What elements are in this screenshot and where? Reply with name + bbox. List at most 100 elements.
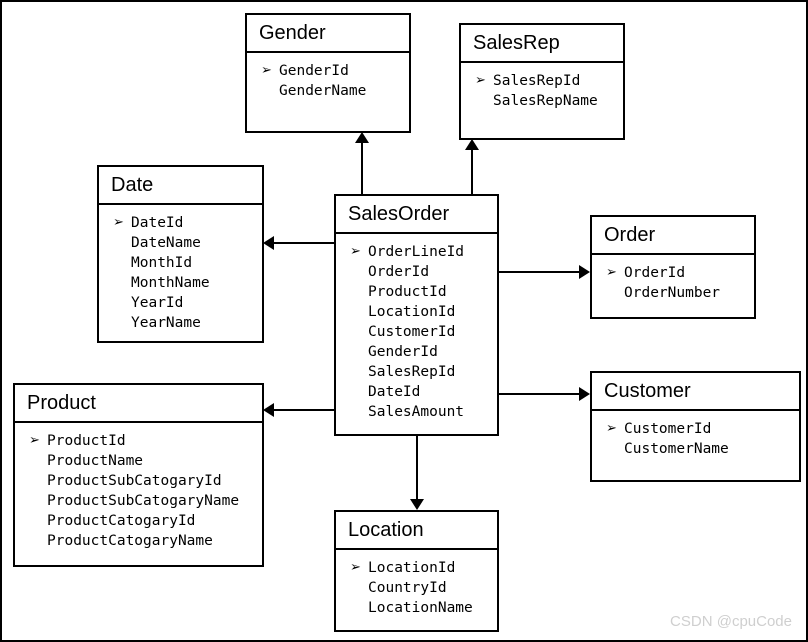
entity-product[interactable]: Product ➢ ProductId ProductName ProductS… — [13, 383, 264, 567]
field-label: CountryId — [368, 580, 447, 596]
primary-key-icon: ➢ — [350, 560, 361, 575]
field-label: ProductCatogaryId — [47, 513, 196, 529]
field-row: CustomerName — [592, 439, 799, 459]
field-row: ProductSubCatogaryId — [15, 471, 262, 491]
field-label: LocationId — [368, 560, 456, 576]
field-row: ProductCatogaryId — [15, 511, 262, 531]
field-row: ProductName — [15, 451, 262, 471]
entity-salesrep-fields: ➢ SalesRepId SalesRepName — [461, 63, 623, 119]
arrowhead-gender — [355, 132, 369, 143]
entity-salesorder[interactable]: SalesOrder ➢ OrderLineId OrderId Product… — [334, 194, 499, 436]
field-label: OrderId — [624, 265, 686, 281]
field-row: ProductCatogaryName — [15, 531, 262, 551]
entity-product-fields: ➢ ProductId ProductName ProductSubCatoga… — [15, 423, 262, 559]
field-label: ProductName — [47, 453, 144, 469]
field-label: SalesRepId — [368, 364, 456, 380]
field-row: YearName — [99, 313, 262, 333]
field-row: ➢ LocationId — [336, 558, 497, 578]
watermark: CSDN @cpuCode — [670, 613, 792, 630]
entity-location-title: Location — [336, 512, 497, 550]
arrowhead-product — [263, 403, 274, 417]
field-row: ➢ DateId — [99, 213, 262, 233]
entity-gender-title: Gender — [247, 15, 409, 53]
field-row: DateId — [336, 382, 497, 402]
arrowhead-customer — [579, 387, 590, 401]
field-row: CountryId — [336, 578, 497, 598]
entity-customer-title: Customer — [592, 373, 799, 411]
arrowhead-date — [263, 236, 274, 250]
field-row: MonthName — [99, 273, 262, 293]
connector-salesorder-product — [274, 409, 336, 411]
primary-key-icon: ➢ — [606, 265, 617, 280]
field-label: OrderLineId — [368, 244, 465, 260]
entity-date-fields: ➢ DateId DateName MonthId MonthName Year… — [99, 205, 262, 341]
field-label: ProductId — [368, 284, 447, 300]
field-label: ProductId — [47, 433, 126, 449]
entity-order[interactable]: Order ➢ OrderId OrderNumber — [590, 215, 756, 319]
field-label: OrderId — [368, 264, 430, 280]
field-row: ProductSubCatogaryName — [15, 491, 262, 511]
field-label: DateId — [368, 384, 421, 400]
arrowhead-salesrep — [465, 139, 479, 150]
entity-salesrep[interactable]: SalesRep ➢ SalesRepId SalesRepName — [459, 23, 625, 140]
field-label: GenderId — [368, 344, 438, 360]
entity-date-title: Date — [99, 167, 262, 205]
primary-key-icon: ➢ — [261, 63, 272, 78]
field-label: YearName — [131, 315, 201, 331]
field-row: OrderNumber — [592, 283, 754, 303]
entity-location[interactable]: Location ➢ LocationId CountryId Location… — [334, 510, 499, 632]
field-label: LocationId — [368, 304, 456, 320]
primary-key-icon: ➢ — [475, 73, 486, 88]
field-label: GenderName — [279, 83, 367, 99]
field-row: YearId — [99, 293, 262, 313]
entity-order-title: Order — [592, 217, 754, 255]
field-label: GenderId — [279, 63, 349, 79]
field-label: YearId — [131, 295, 184, 311]
primary-key-icon: ➢ — [113, 215, 124, 230]
field-label: SalesRepName — [493, 93, 598, 109]
field-label: MonthName — [131, 275, 210, 291]
field-label: ProductSubCatogaryName — [47, 493, 240, 509]
field-row: DateName — [99, 233, 262, 253]
field-row: ➢ SalesRepId — [461, 71, 623, 91]
entity-date[interactable]: Date ➢ DateId DateName MonthId MonthName… — [97, 165, 264, 343]
field-row: ➢ GenderId — [247, 61, 409, 81]
primary-key-icon: ➢ — [350, 244, 361, 259]
field-row: ➢ CustomerId — [592, 419, 799, 439]
entity-order-fields: ➢ OrderId OrderNumber — [592, 255, 754, 311]
field-label: CustomerId — [368, 324, 456, 340]
field-label: CustomerId — [624, 421, 712, 437]
field-label: SalesAmount — [368, 404, 465, 420]
field-label: MonthId — [131, 255, 193, 271]
arrowhead-order — [579, 265, 590, 279]
entity-location-fields: ➢ LocationId CountryId LocationName — [336, 550, 497, 626]
primary-key-icon: ➢ — [606, 421, 617, 436]
connector-salesorder-date — [274, 242, 336, 244]
connector-salesorder-location — [416, 436, 418, 500]
field-label: CustomerName — [624, 441, 729, 457]
field-row: ➢ ProductId — [15, 431, 262, 451]
entity-customer[interactable]: Customer ➢ CustomerId CustomerName — [590, 371, 801, 482]
field-row: SalesRepId — [336, 362, 497, 382]
entity-gender-fields: ➢ GenderId GenderName — [247, 53, 409, 109]
connector-salesorder-order — [497, 271, 579, 273]
entity-salesorder-title: SalesOrder — [336, 196, 497, 234]
field-row: OrderId — [336, 262, 497, 282]
field-label: ProductCatogaryName — [47, 533, 213, 549]
field-label: SalesRepId — [493, 73, 581, 89]
field-label: ProductSubCatogaryId — [47, 473, 222, 489]
field-row: SalesRepName — [461, 91, 623, 111]
field-label: LocationName — [368, 600, 473, 616]
entity-gender[interactable]: Gender ➢ GenderId GenderName — [245, 13, 411, 133]
connector-salesorder-salesrep — [471, 150, 473, 198]
entity-salesorder-fields: ➢ OrderLineId OrderId ProductId Location… — [336, 234, 497, 430]
primary-key-icon: ➢ — [29, 433, 40, 448]
arrowhead-location — [410, 499, 424, 510]
field-label: OrderNumber — [624, 285, 721, 301]
field-row: SalesAmount — [336, 402, 497, 422]
field-row: ➢ OrderLineId — [336, 242, 497, 262]
entity-customer-fields: ➢ CustomerId CustomerName — [592, 411, 799, 467]
field-row: ➢ OrderId — [592, 263, 754, 283]
field-row: ProductId — [336, 282, 497, 302]
